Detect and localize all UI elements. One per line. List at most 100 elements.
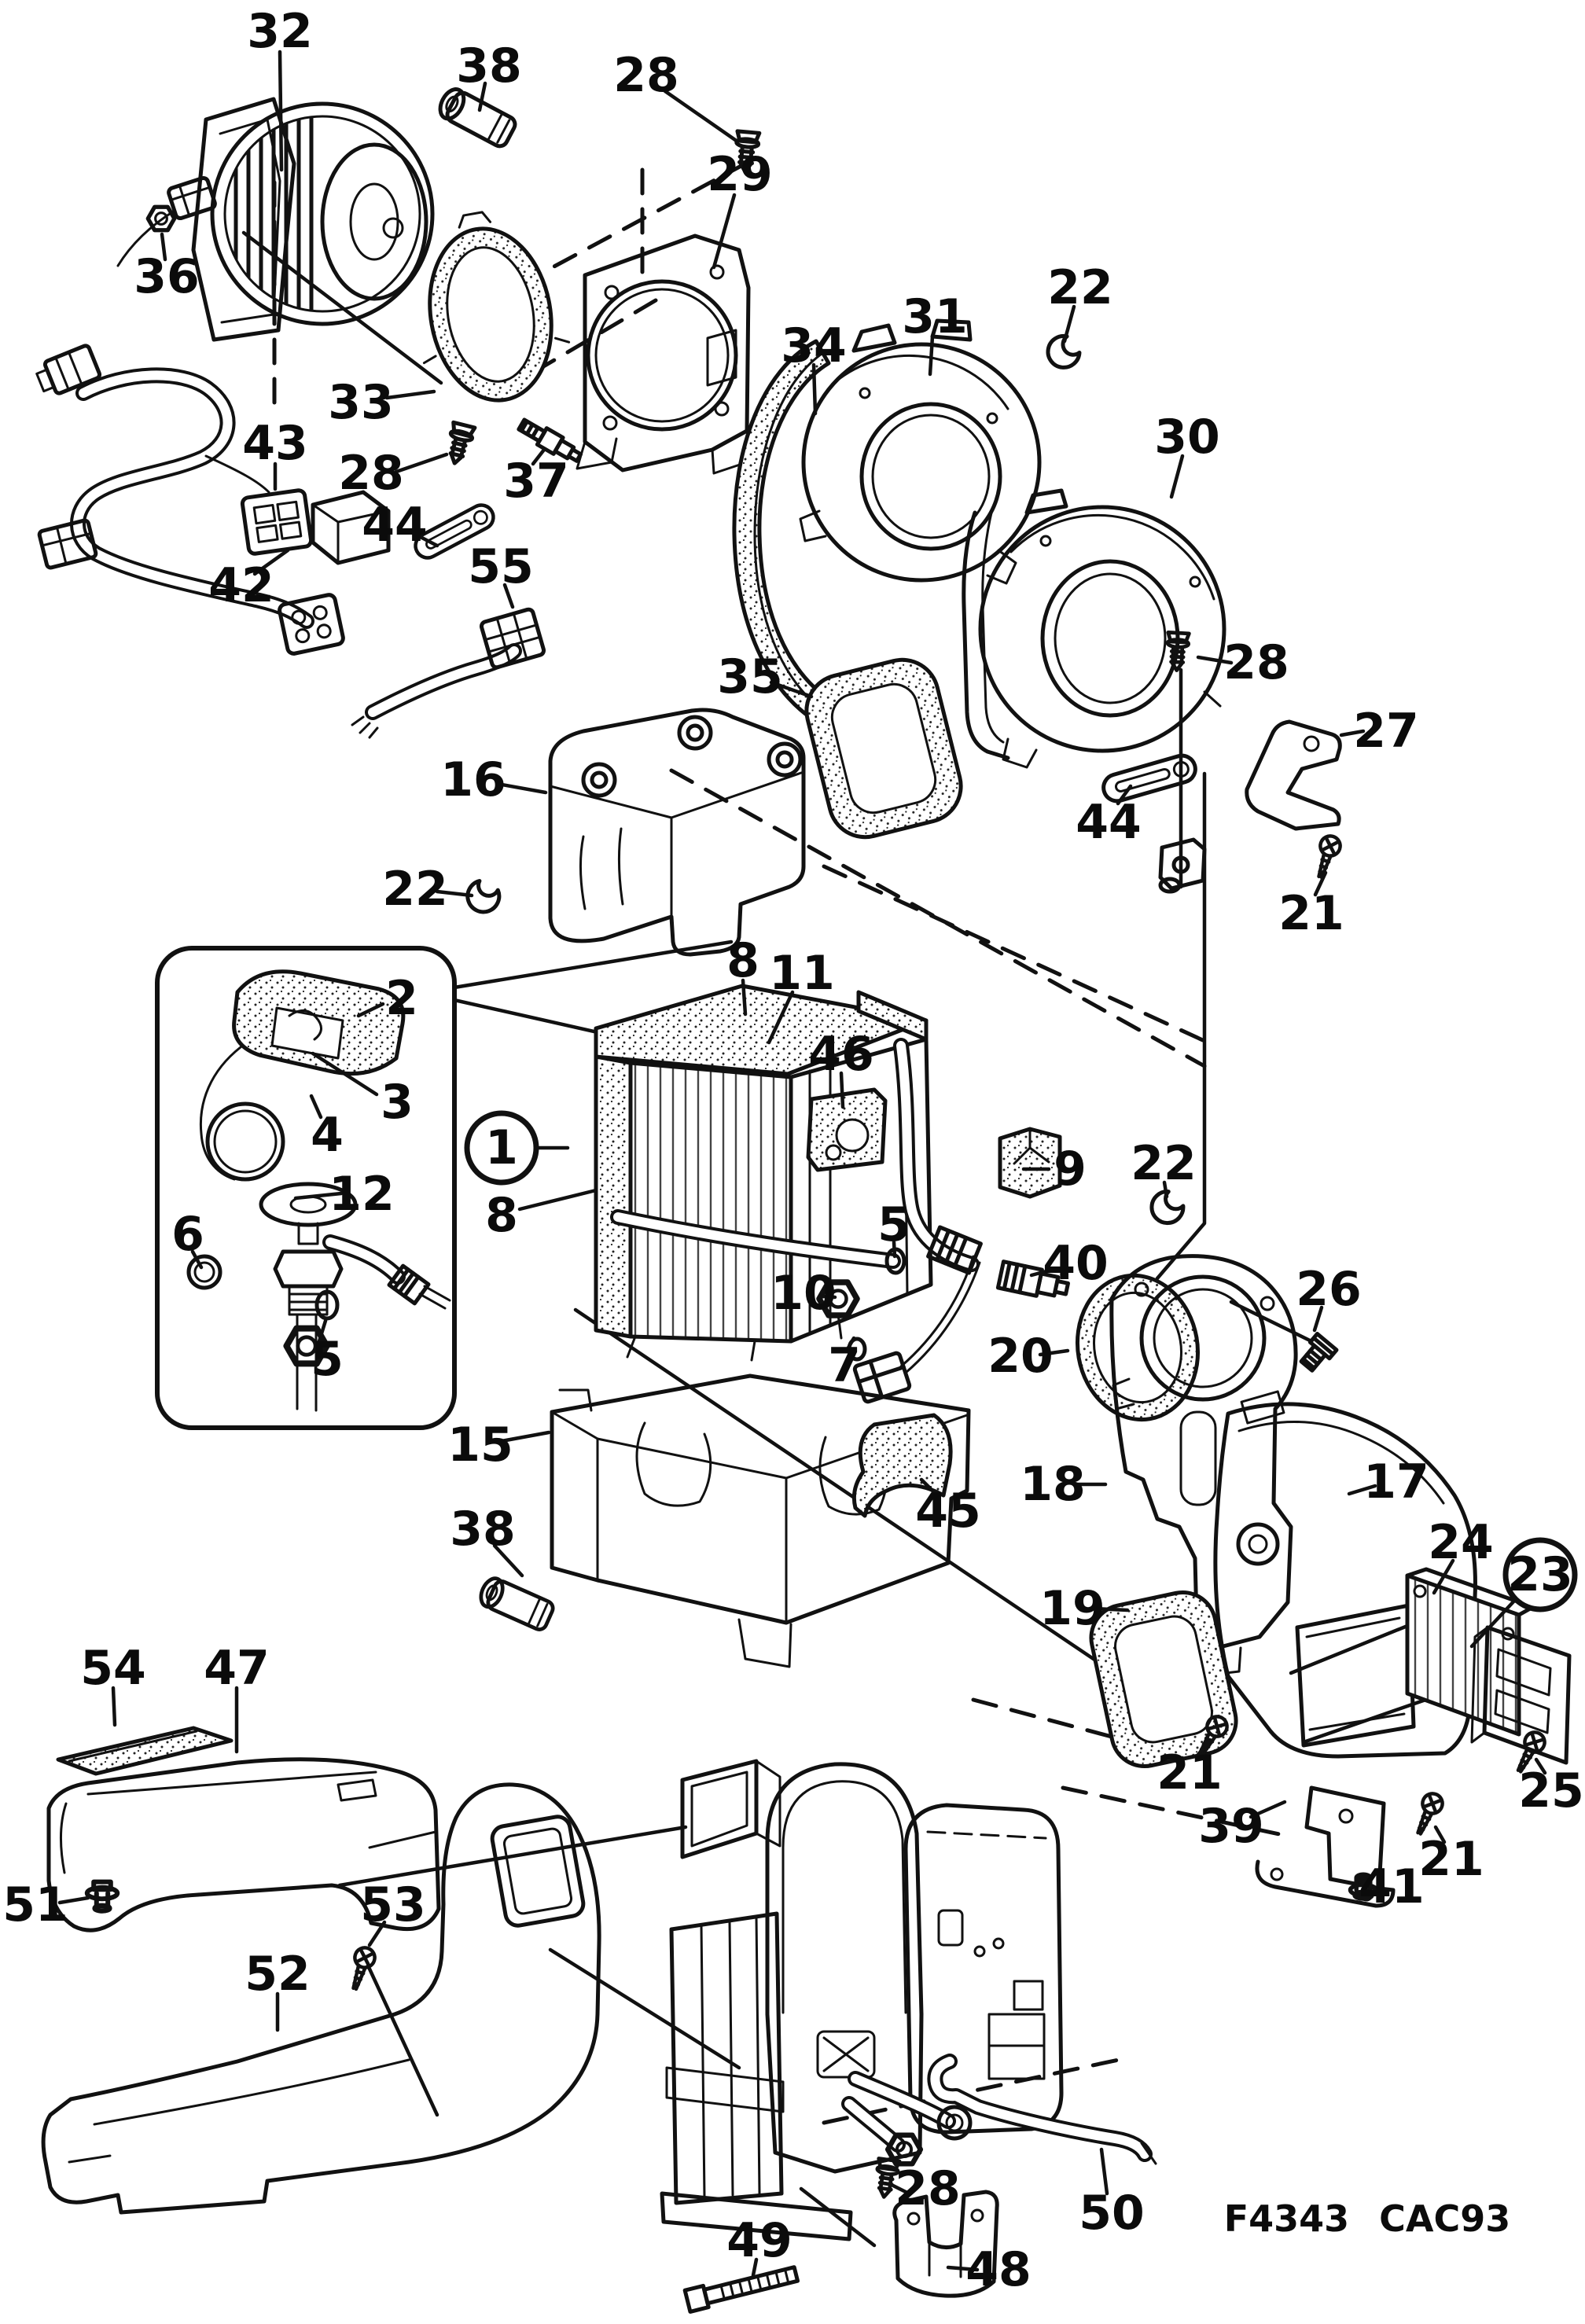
push-pin-51 bbox=[87, 1882, 117, 1911]
callout-21-50: 21 bbox=[1157, 1745, 1223, 1800]
callout-28-16: 28 bbox=[1223, 635, 1289, 690]
leader-lines bbox=[57, 50, 1547, 2278]
leader-line-22-14 bbox=[1062, 304, 1076, 344]
construction-lines bbox=[241, 160, 1487, 2248]
leader-line-8-31 bbox=[741, 978, 748, 1017]
callout-3-24: 3 bbox=[381, 1075, 414, 1130]
callout-53-58: 53 bbox=[360, 1877, 426, 1932]
callout-44-6: 44 bbox=[362, 498, 428, 553]
bushing-38-upper bbox=[436, 86, 517, 149]
seal-35 bbox=[804, 657, 963, 840]
callout-5-28: 5 bbox=[311, 1332, 344, 1387]
sensor-37 bbox=[517, 417, 583, 463]
callout-43-4: 43 bbox=[242, 416, 308, 471]
expansion-valve-inset bbox=[155, 946, 457, 1430]
leader-line-28-60 bbox=[891, 2183, 911, 2196]
callout-circle-23 bbox=[1502, 1537, 1578, 1612]
leader-line-42-8 bbox=[252, 548, 290, 576]
leader-line-3-24 bbox=[311, 1051, 379, 1097]
callout-49-62: 49 bbox=[726, 2213, 792, 2268]
figure-code: F4343 CAC93 bbox=[1224, 2197, 1511, 2240]
callout-42-8: 42 bbox=[208, 558, 274, 613]
callout-52-59: 52 bbox=[245, 1947, 311, 2002]
leader-line-29-11 bbox=[712, 193, 737, 270]
callout-39-52: 39 bbox=[1198, 1799, 1264, 1854]
o-ring-5-a bbox=[314, 1289, 340, 1321]
leader-line-45-49 bbox=[919, 1477, 940, 1498]
callout-34-12: 34 bbox=[781, 318, 847, 373]
callout-38-1: 38 bbox=[456, 39, 522, 94]
leader-line-50-61 bbox=[1099, 2147, 1109, 2196]
inlet-housing-18 bbox=[1109, 1254, 1298, 1676]
leader-line-15-47 bbox=[499, 1430, 551, 1443]
screw-53 bbox=[345, 1945, 377, 1991]
callout-21-53: 21 bbox=[1418, 1832, 1484, 1887]
leader-line-10-38 bbox=[820, 1294, 837, 1300]
leader-line-34-12 bbox=[811, 362, 818, 416]
bushing-38-lower bbox=[477, 1575, 556, 1631]
screw-28-a bbox=[444, 422, 475, 465]
leader-line-38-1 bbox=[477, 81, 487, 112]
bolt-49 bbox=[682, 2265, 800, 2314]
fan-housing-30 bbox=[962, 488, 1226, 769]
callout-17-43: 17 bbox=[1363, 1454, 1429, 1509]
charge-valve-40 bbox=[995, 1259, 1070, 1298]
water-hose-50 bbox=[927, 2054, 1157, 2165]
callout-41-54: 41 bbox=[1359, 1859, 1425, 1914]
callout-27-17: 27 bbox=[1353, 704, 1419, 759]
callout-25-51: 25 bbox=[1518, 1763, 1584, 1818]
leader-line-8-30 bbox=[517, 1188, 598, 1212]
leader-line-26-41 bbox=[1312, 1305, 1324, 1333]
leader-line-44-18 bbox=[1116, 784, 1133, 806]
leader-line-22-35 bbox=[1162, 1180, 1169, 1199]
leader-line-19-46 bbox=[1091, 1606, 1130, 1612]
callout-5-36: 5 bbox=[877, 1197, 910, 1252]
callout-26-41: 26 bbox=[1296, 1262, 1362, 1317]
leader-line-32-0 bbox=[278, 50, 284, 172]
callout-36-2: 36 bbox=[134, 249, 200, 304]
leader-line-48-63 bbox=[946, 2265, 980, 2272]
callout-18-42: 18 bbox=[1020, 1457, 1086, 1512]
resistor-24 bbox=[1405, 1567, 1535, 1737]
bracket-27 bbox=[1245, 719, 1342, 831]
callout-35-22: 35 bbox=[717, 649, 783, 704]
gasket-19 bbox=[1089, 1590, 1238, 1769]
callout-2-23: 2 bbox=[385, 971, 418, 1026]
leader-line-21-50 bbox=[1195, 1737, 1212, 1758]
wiring-harness-42 bbox=[35, 344, 391, 656]
leader-line-20-39 bbox=[1038, 1348, 1070, 1357]
foam-pad-46 bbox=[806, 1087, 888, 1172]
foam-strip-8-left bbox=[594, 1054, 633, 1339]
leader-line-11-32 bbox=[767, 990, 795, 1045]
callout-33-3: 33 bbox=[328, 375, 394, 430]
callout-12-26: 12 bbox=[329, 1167, 395, 1222]
bolt-26 bbox=[1297, 1334, 1337, 1374]
leader-line-4-25 bbox=[309, 1094, 323, 1120]
bracket-39 bbox=[1255, 1785, 1396, 1908]
drain-connector-7 bbox=[847, 1255, 981, 1404]
callout-29-11: 29 bbox=[707, 147, 773, 202]
leader-line-21-53 bbox=[1433, 1825, 1447, 1844]
air-duct-47 bbox=[46, 1757, 441, 1932]
callout-31-13: 31 bbox=[902, 289, 968, 344]
callout-28-5: 28 bbox=[338, 446, 404, 501]
callout-47-56: 47 bbox=[204, 1641, 270, 1696]
leader-line-24-44 bbox=[1432, 1558, 1455, 1595]
leader-line-27-17 bbox=[1339, 729, 1366, 737]
leader-line-40-37 bbox=[1029, 1267, 1057, 1278]
callout-54-55: 54 bbox=[80, 1641, 146, 1696]
pivot-bracket bbox=[1158, 837, 1207, 894]
leader-line-55-9 bbox=[502, 583, 515, 609]
pigtail-connector-55 bbox=[351, 607, 546, 739]
leader-line-41-54 bbox=[1369, 1885, 1379, 1892]
callout-45-49: 45 bbox=[915, 1484, 981, 1539]
callout-4-25: 4 bbox=[311, 1108, 344, 1163]
callout-19-46: 19 bbox=[1039, 1581, 1105, 1636]
callout-1-29: 1 bbox=[485, 1120, 518, 1175]
callout-51-57: 51 bbox=[2, 1877, 68, 1932]
floor-duct-52 bbox=[41, 1782, 601, 2215]
callout-50-61: 50 bbox=[1079, 2186, 1145, 2241]
